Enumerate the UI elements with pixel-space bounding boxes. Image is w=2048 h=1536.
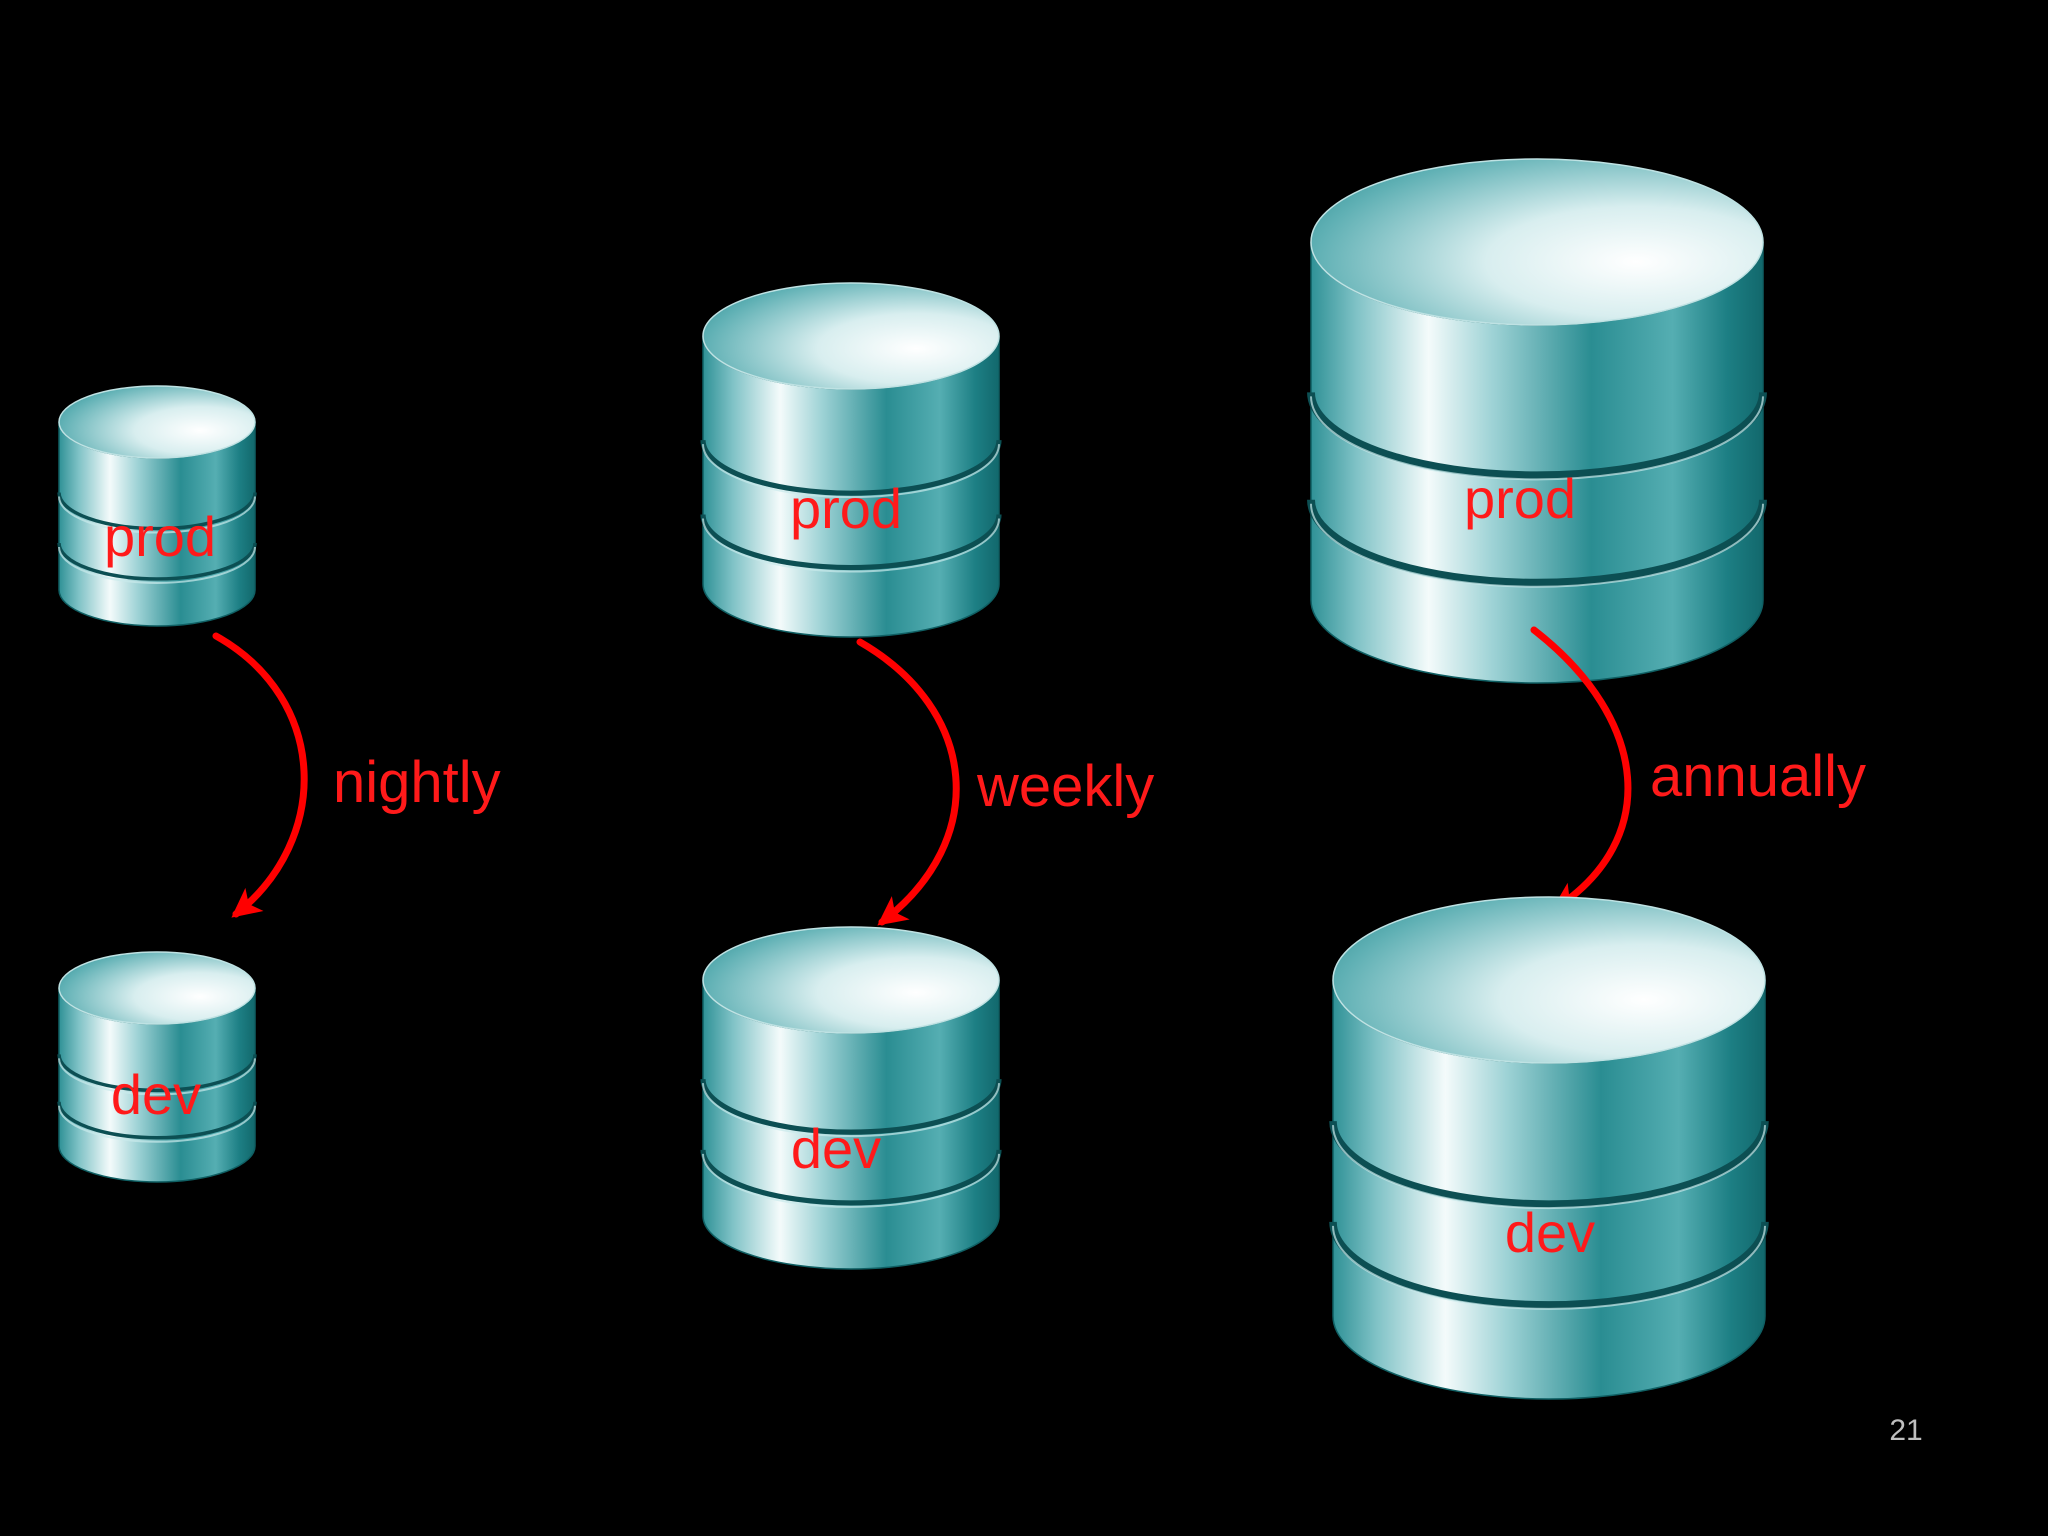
cylinder-band [700, 440, 1002, 496]
cylinder-band [700, 1079, 1002, 1135]
dev-label: dev [1505, 1201, 1595, 1264]
cylinder-top [58, 951, 256, 1025]
cylinder-band [57, 492, 257, 531]
frequency-label: weekly [976, 754, 1154, 819]
pair-weekly: prod weekly dev [700, 282, 1154, 1270]
cylinder-band-highlight [58, 1058, 256, 1096]
cylinder-top [58, 385, 256, 459]
cylinder-band-highlight [702, 1083, 1000, 1138]
frequency-label: nightly [333, 750, 501, 815]
cylinder-band [57, 1054, 257, 1093]
cylinder-band-highlight [1332, 1125, 1766, 1210]
prod-label: prod [1464, 467, 1576, 530]
dev-database-icon [57, 951, 257, 1183]
prod-label: prod [790, 477, 902, 540]
cylinder-band-highlight [58, 1105, 256, 1143]
cylinder-band-highlight [702, 1153, 1000, 1208]
cylinder-top [1332, 896, 1766, 1064]
cylinder-band [57, 542, 257, 581]
cylinder-top [702, 926, 1000, 1034]
sync-arrow [212, 632, 308, 918]
cylinder-band-highlight [58, 546, 256, 584]
sync-arrow [856, 638, 960, 926]
prod-label: prod [104, 505, 216, 568]
prod-database-icon [700, 282, 1002, 638]
page-number: 21 [1889, 1414, 1922, 1447]
cylinder-band-highlight [702, 444, 1000, 499]
cylinder-band [700, 1149, 1002, 1206]
cylinder-band-highlight [1310, 396, 1764, 481]
dev-label: dev [791, 1117, 881, 1180]
dev-label: dev [111, 1063, 201, 1126]
cylinder-band [1329, 1221, 1769, 1309]
prod-database-icon [1307, 158, 1767, 684]
sync-arrow [1530, 626, 1632, 912]
cylinder-band [1307, 499, 1767, 587]
dev-database-icon [1329, 896, 1769, 1400]
pair-nightly: prod nightly dev [57, 385, 501, 1183]
cylinder-top [1310, 158, 1764, 326]
cylinder-band [1329, 1121, 1769, 1208]
cylinder-top [702, 282, 1000, 390]
cylinder-band-highlight [1310, 503, 1764, 588]
dev-database-icon [700, 926, 1002, 1270]
prod-database-icon [57, 385, 257, 627]
cylinder-band-highlight [58, 496, 256, 534]
cylinder-band-highlight [702, 518, 1000, 573]
cylinder-band [700, 514, 1002, 571]
pair-annually: prod annually dev [1307, 158, 1866, 1400]
frequency-label: annually [1650, 744, 1866, 809]
cylinder-band [57, 1101, 257, 1140]
cylinder-band-highlight [1332, 1225, 1766, 1310]
cylinder-band [1307, 392, 1767, 480]
